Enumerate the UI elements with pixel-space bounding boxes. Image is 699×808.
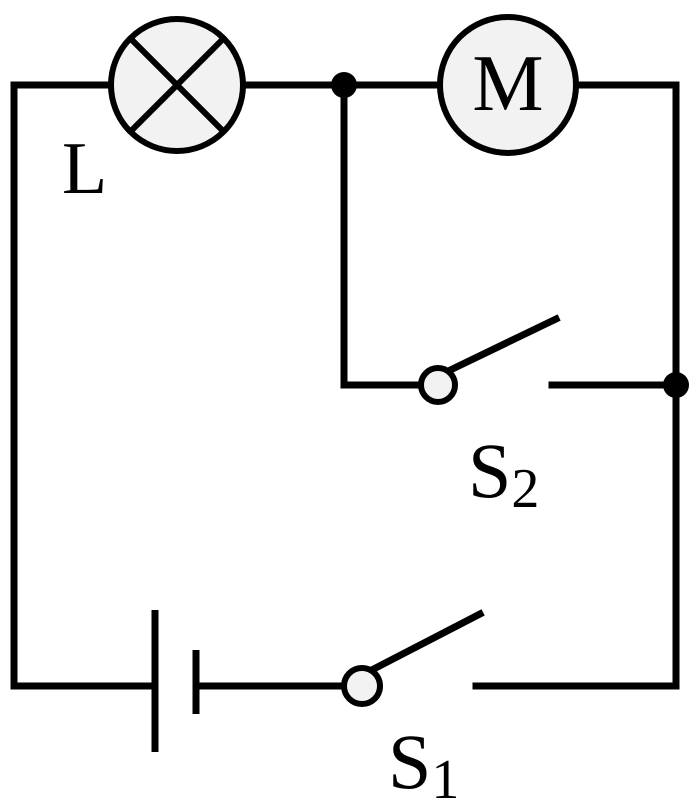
lamp <box>108 16 246 154</box>
switch-s2-letter: S <box>468 427 511 514</box>
switch-s1-letter: S <box>388 718 431 805</box>
motor-body <box>437 14 579 156</box>
switch-s2 <box>418 314 561 405</box>
wire-branch-vertical <box>340 81 426 389</box>
junction-top <box>331 72 357 98</box>
switch-s1-subscript: 1 <box>431 749 459 808</box>
switch-s2-lever <box>435 314 561 380</box>
switch-s2-subscript: 2 <box>511 458 539 520</box>
motor-symbol: M <box>472 40 543 128</box>
switch-s1 <box>341 609 485 707</box>
lamp-label: L <box>62 128 107 210</box>
switch-s2-label: S2 <box>468 427 539 520</box>
battery <box>151 610 200 752</box>
switch-s1-lever <box>359 609 485 679</box>
motor: M <box>437 14 579 156</box>
junction-right <box>663 372 689 398</box>
lamp-cross-b <box>127 35 227 135</box>
switch-s2-pivot <box>418 365 458 405</box>
switch-s1-label: S1 <box>388 718 459 808</box>
switch-s1-pivot <box>341 665 383 707</box>
